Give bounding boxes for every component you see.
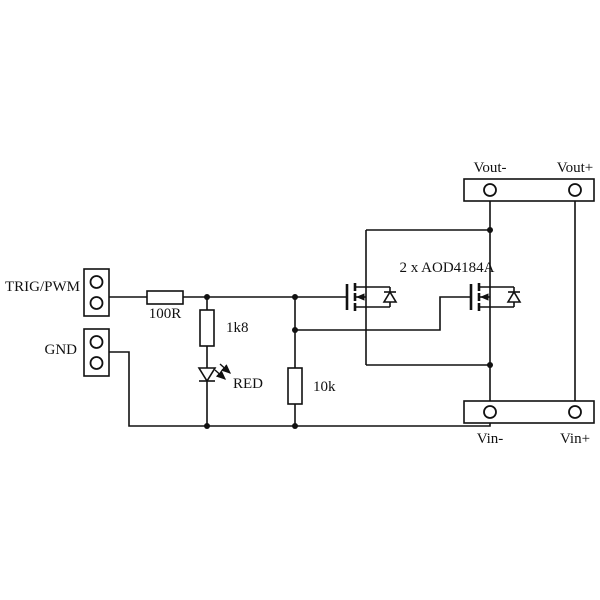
junction-dot [292,423,298,429]
led-anode-triangle [197,367,217,383]
label-vin-minus: Vin- [477,431,504,447]
label-vin-plus: Vin+ [560,431,590,447]
terminal-block-trig-pwm [83,268,110,317]
terminal-block-vin [463,400,595,424]
label-led-red: RED [233,376,263,392]
terminal-pin [89,296,104,310]
label-mosfet-part: 2 x AOD4184A [399,260,494,276]
terminal-pin-vout-minus [483,183,497,197]
junction-dot [292,327,298,333]
label-vout-minus: Vout- [473,160,506,176]
terminal-block-vout [463,178,595,202]
resistor-body [287,367,303,405]
terminal-pin-vin-minus [483,405,497,419]
label-r-10k: 10k [313,379,336,395]
terminal-block-gnd [83,328,110,377]
junction-dot [204,294,210,300]
label-vout-plus: Vout+ [557,160,594,176]
terminal-body [463,178,595,202]
terminal-body [463,400,595,424]
led-red [197,363,232,383]
wire-gate2-link [295,296,471,331]
body-diode-triangle [506,290,522,303]
terminal-pin [89,275,104,289]
led-light-arrow [214,369,227,380]
body-diode-triangle [382,290,398,303]
label-r-1k8: 1k8 [226,320,249,336]
label-r-100r: 100R [149,306,182,322]
body-arrow [480,293,489,301]
body-arrow [356,293,365,301]
junction-dot [487,227,493,233]
resistor-body [199,309,215,347]
junction-dot [292,294,298,300]
led-light-arrow [219,363,232,374]
terminal-pin [89,335,104,349]
terminal-pin [89,356,104,370]
junction-dots [204,227,493,429]
resistor-100r [146,290,184,305]
terminal-pin-vout-plus [568,183,582,197]
junction-dot [204,423,210,429]
mosfet-q1 [345,283,398,311]
label-gnd: GND [45,342,78,358]
label-trig-pwm: TRIG/PWM [5,279,80,295]
junction-dot [487,362,493,368]
mosfet-q2 [469,283,522,311]
resistor-10k [287,367,303,405]
resistor-body [146,290,184,305]
resistor-1k8 [199,309,215,347]
terminal-pin-vin-plus [568,405,582,419]
labels: TRIG/PWM GND 100R 1k8 RED 10k 2 x AOD418… [5,160,593,447]
